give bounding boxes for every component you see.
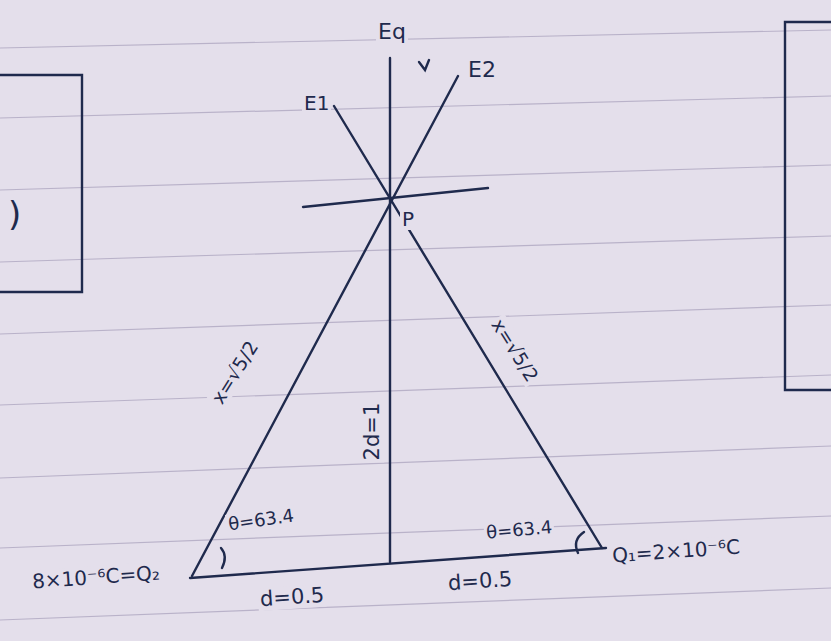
q2-line — [192, 76, 458, 576]
label-text: x=√5/2 — [487, 314, 544, 388]
label-text: P — [400, 208, 416, 230]
ruled-lines — [0, 30, 831, 620]
label-text: 8×10⁻⁶C=Q₂ — [29, 561, 162, 592]
label-text: E2 — [466, 58, 498, 82]
label-text: Eq — [376, 20, 408, 44]
label-text: Q₁=2×10⁻⁶C — [609, 535, 742, 566]
label-text: E1 — [302, 92, 331, 114]
label-text: θ=63.4 — [483, 517, 555, 543]
arrow-tick — [419, 60, 429, 70]
horizontal-line — [303, 188, 488, 207]
label-text: x=√5/2 — [207, 336, 264, 410]
angle-arc — [221, 548, 225, 568]
label-text: 2d=1 — [361, 401, 384, 463]
margin-box — [0, 75, 82, 292]
sketch-lines — [0, 22, 831, 578]
q1-line — [334, 106, 602, 548]
label-text: θ=63.4 — [225, 505, 297, 534]
base-line — [190, 548, 606, 578]
label-text: ) — [6, 196, 23, 233]
vertical-line — [389, 58, 391, 562]
angle-arc — [576, 532, 584, 553]
label-text: d=0.5 — [445, 568, 515, 596]
label-text: d=0.5 — [257, 584, 327, 612]
margin-box — [785, 22, 831, 390]
